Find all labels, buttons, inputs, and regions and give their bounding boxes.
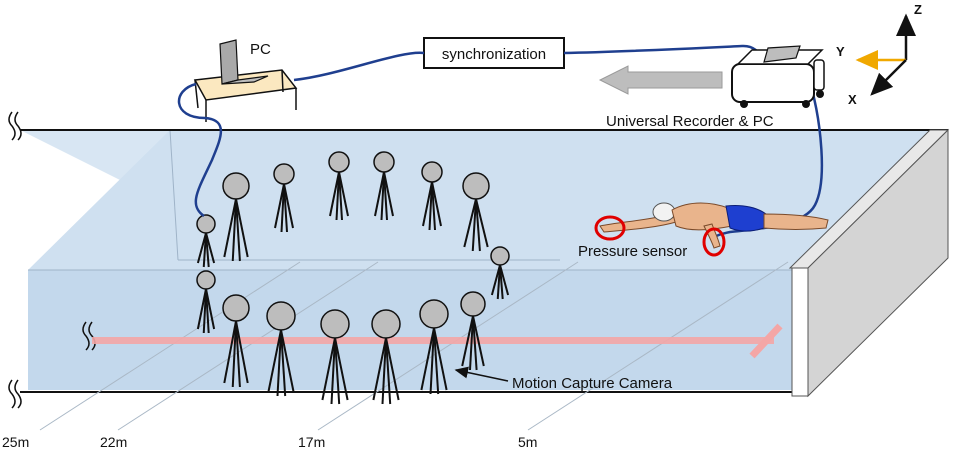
camera-label: Motion Capture Camera — [512, 375, 673, 392]
motion-capture-camera — [462, 172, 490, 252]
pool — [8, 111, 950, 409]
pc-station: PC — [193, 39, 298, 122]
distance-label-25m: 25m — [2, 434, 29, 450]
pc-desk-top — [193, 69, 298, 101]
motion-capture-camera — [328, 151, 350, 221]
swimmer: Pressure sensor — [578, 202, 829, 260]
motion-capture-camera — [273, 163, 295, 233]
recorder-laptop — [763, 45, 801, 63]
distance-label-5m: 5m — [518, 434, 537, 450]
distance-guides — [39, 261, 789, 431]
pc-laptop-screen — [219, 39, 239, 85]
camera-array — [196, 151, 510, 405]
recorder-label: Universal Recorder & PC — [606, 113, 774, 130]
pool-end-wall-front — [791, 267, 809, 397]
distance-label-17m: 17m — [298, 434, 325, 450]
recorder-body — [731, 63, 815, 103]
distance-labels: 25m 22m 17m 5m — [2, 434, 537, 450]
distance-label-22m: 22m — [100, 434, 127, 450]
sync-label: synchronization — [442, 46, 546, 63]
pressure-ring-hand-right — [702, 227, 726, 257]
pc-laptop-base — [221, 75, 269, 85]
break-mark-top — [8, 111, 22, 141]
motion-capture-camera — [490, 246, 510, 300]
universal-recorder: Universal Recorder & PC — [606, 45, 825, 130]
pressure-ring-hand-left — [594, 215, 626, 241]
axis-y-label: Y — [836, 44, 845, 59]
swimmer-head — [652, 202, 676, 222]
axis-x-label: X — [848, 92, 857, 107]
cable — [177, 44, 824, 240]
motion-capture-camera — [320, 309, 350, 405]
motion-capture-camera — [222, 172, 250, 262]
motion-capture-camera — [419, 299, 449, 395]
motion-capture-camera — [373, 151, 395, 221]
sync-box: synchronization — [423, 37, 565, 69]
motion-capture-camera — [460, 291, 486, 371]
motion-capture-camera — [196, 214, 216, 268]
camera-callout: Motion Capture Camera — [454, 366, 673, 392]
pc-label: PC — [250, 41, 271, 58]
pressure-sensor-label: Pressure sensor — [578, 243, 687, 260]
swimmer-torso — [671, 202, 733, 231]
motion-capture-camera — [371, 309, 401, 405]
axes-indicator: Z Y X — [836, 2, 922, 107]
motion-capture-camera — [222, 294, 250, 388]
recorder-arrow — [598, 65, 723, 95]
swimmer-legs — [763, 213, 829, 230]
water-front — [28, 270, 792, 390]
break-mark-bottom — [8, 379, 22, 409]
motion-capture-camera — [266, 301, 296, 397]
motion-capture-camera — [421, 161, 443, 231]
break-mark-laser — [82, 321, 96, 351]
axis-z-label: Z — [914, 2, 922, 17]
motion-capture-camera — [196, 270, 216, 334]
